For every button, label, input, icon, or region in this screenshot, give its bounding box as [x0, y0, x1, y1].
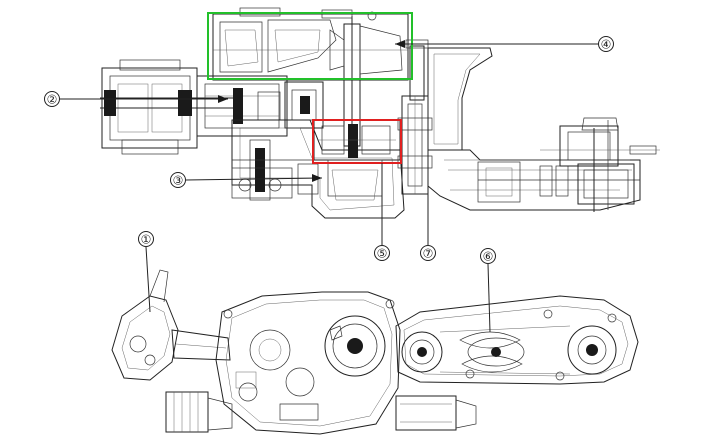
callout-3-label: ③ [173, 174, 184, 188]
callout-5: ⑤ [374, 163, 390, 261]
callout-2: ② [44, 91, 228, 107]
side-elevation-view [111, 269, 639, 435]
callout-3: ③ [170, 172, 323, 188]
final-drive-shaft [397, 39, 433, 195]
callout-5-label: ⑤ [377, 247, 388, 261]
callout-1-label: ① [141, 233, 152, 247]
cvt-case-side [395, 295, 639, 385]
top-section-view [100, 7, 660, 219]
callout-2-label: ② [47, 93, 58, 107]
crankcase [231, 119, 405, 219]
exhaust-muffler [165, 391, 477, 433]
engine-crankcase-side [215, 291, 401, 435]
callout-1: ① [138, 231, 154, 313]
clutch-assembly [313, 119, 401, 201]
cylinder-piston [196, 75, 324, 137]
callout-7-label: ⑦ [423, 247, 434, 261]
callout-6-label: ⑥ [483, 250, 494, 264]
swingarm [427, 47, 641, 211]
highlight-box-green [207, 12, 413, 80]
highlight-box-red [312, 119, 402, 164]
callout-4: ④ [395, 36, 614, 52]
cylinder-head [100, 59, 235, 155]
intake-assembly [111, 269, 231, 381]
rear-hub [540, 117, 660, 212]
callout-7: ⑦ [420, 165, 436, 261]
callout-4-label: ④ [601, 38, 612, 52]
callout-6: ⑥ [480, 248, 496, 333]
